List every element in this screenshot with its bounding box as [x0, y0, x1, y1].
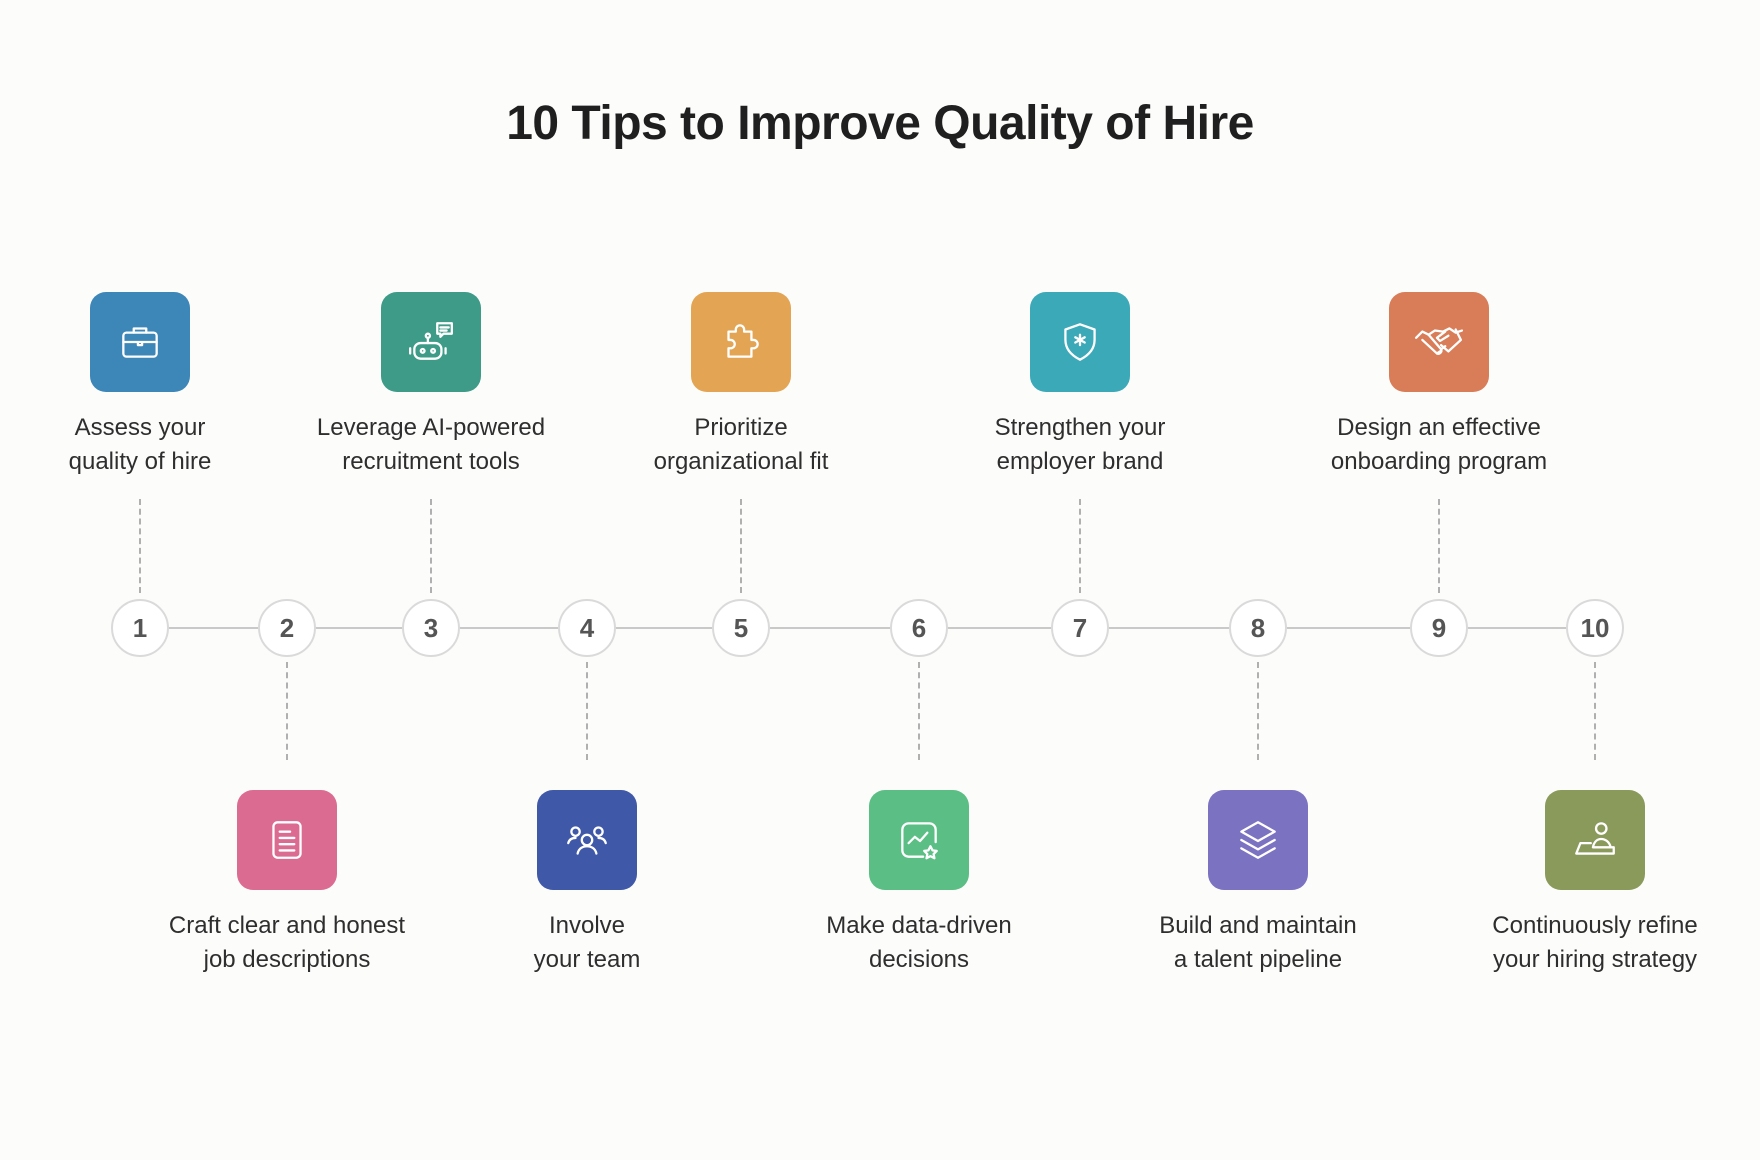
tip-label-line: Strengthen your — [994, 414, 1166, 441]
tip-label-line: Leverage AI-powered — [316, 414, 546, 441]
tip-icon-tile — [1208, 790, 1308, 890]
tip-label-line: decisions — [868, 946, 970, 973]
handshake-icon — [1414, 317, 1464, 367]
connector-line — [1257, 662, 1259, 760]
briefcase-icon — [115, 317, 165, 367]
tip-label-line: your hiring strategy — [1492, 946, 1698, 973]
connector-line — [1594, 662, 1596, 760]
step-number-2: 2 — [258, 599, 316, 657]
tip-label-line: Build and maintain — [1159, 912, 1357, 939]
tip-label: Design an effective onboarding program — [1289, 411, 1589, 479]
step-number-7: 7 — [1051, 599, 1109, 657]
tip-label: Build and maintain a talent pipeline — [1108, 909, 1408, 977]
connector-line — [918, 662, 920, 760]
step-number-10: 10 — [1566, 599, 1624, 657]
tip-label-line: Prioritize — [694, 414, 788, 441]
connector-line — [139, 499, 141, 593]
tip-label: Leverage AI-powered recruitment tools — [281, 411, 581, 479]
chart-star-icon — [894, 815, 944, 865]
connector-line — [740, 499, 742, 593]
tip-label-line: Design an effective — [1337, 414, 1541, 441]
tip-icon-tile — [869, 790, 969, 890]
tip-label-line: onboarding program — [1330, 448, 1548, 475]
tip-icon-tile — [1030, 292, 1130, 392]
tip-icon-tile — [381, 292, 481, 392]
tip-label: Strengthen your employer brand — [930, 411, 1230, 479]
shield-star-icon — [1055, 317, 1105, 367]
tip-label-line: quality of hire — [68, 448, 212, 475]
step-number-6: 6 — [890, 599, 948, 657]
connector-line — [286, 662, 288, 760]
tip-label-line: organizational fit — [653, 448, 829, 475]
tip-label-line: your team — [533, 946, 641, 973]
team-icon — [562, 815, 612, 865]
connector-line — [1438, 499, 1440, 593]
tip-label: Assess your quality of hire — [0, 411, 290, 479]
tip-label: Involve your team — [437, 909, 737, 977]
page-title: 10 Tips to Improve Quality of Hire — [506, 97, 1254, 150]
tip-label-line: Continuously refine — [1492, 912, 1698, 939]
tip-label-line: job descriptions — [203, 946, 371, 973]
step-number-4: 4 — [558, 599, 616, 657]
tip-label-line: employer brand — [996, 448, 1164, 475]
robot-chat-icon — [406, 317, 456, 367]
tip-icon-tile — [1545, 790, 1645, 890]
tip-label-line: Craft clear and honest — [168, 912, 406, 939]
connector-line — [586, 662, 588, 760]
tip-icon-tile — [537, 790, 637, 890]
document-icon — [262, 815, 312, 865]
step-number-8: 8 — [1229, 599, 1287, 657]
tip-icon-tile — [691, 292, 791, 392]
puzzle-icon — [716, 317, 766, 367]
step-number-9: 9 — [1410, 599, 1468, 657]
tip-icon-tile — [1389, 292, 1489, 392]
tip-label: Make data-driven decisions — [769, 909, 1069, 977]
tip-label: Craft clear and honest job descriptions — [137, 909, 437, 977]
connector-line — [1079, 499, 1081, 593]
tip-icon-tile — [90, 292, 190, 392]
tip-label-line: a talent pipeline — [1173, 946, 1343, 973]
layers-icon — [1233, 815, 1283, 865]
connector-line — [430, 499, 432, 593]
tip-label: Continuously refine your hiring strategy — [1445, 909, 1745, 977]
step-number-3: 3 — [402, 599, 460, 657]
tip-icon-tile — [237, 790, 337, 890]
step-number-5: 5 — [712, 599, 770, 657]
tip-label: Prioritize organizational fit — [591, 411, 891, 479]
step-number-1: 1 — [111, 599, 169, 657]
timeline-axis — [140, 627, 1595, 629]
tip-label-line: recruitment tools — [342, 448, 520, 475]
tip-label-line: Assess your — [74, 414, 206, 441]
tip-label-line: Involve — [548, 912, 626, 939]
tip-label-line: Make data-driven — [826, 912, 1012, 939]
user-laptop-icon — [1570, 815, 1620, 865]
